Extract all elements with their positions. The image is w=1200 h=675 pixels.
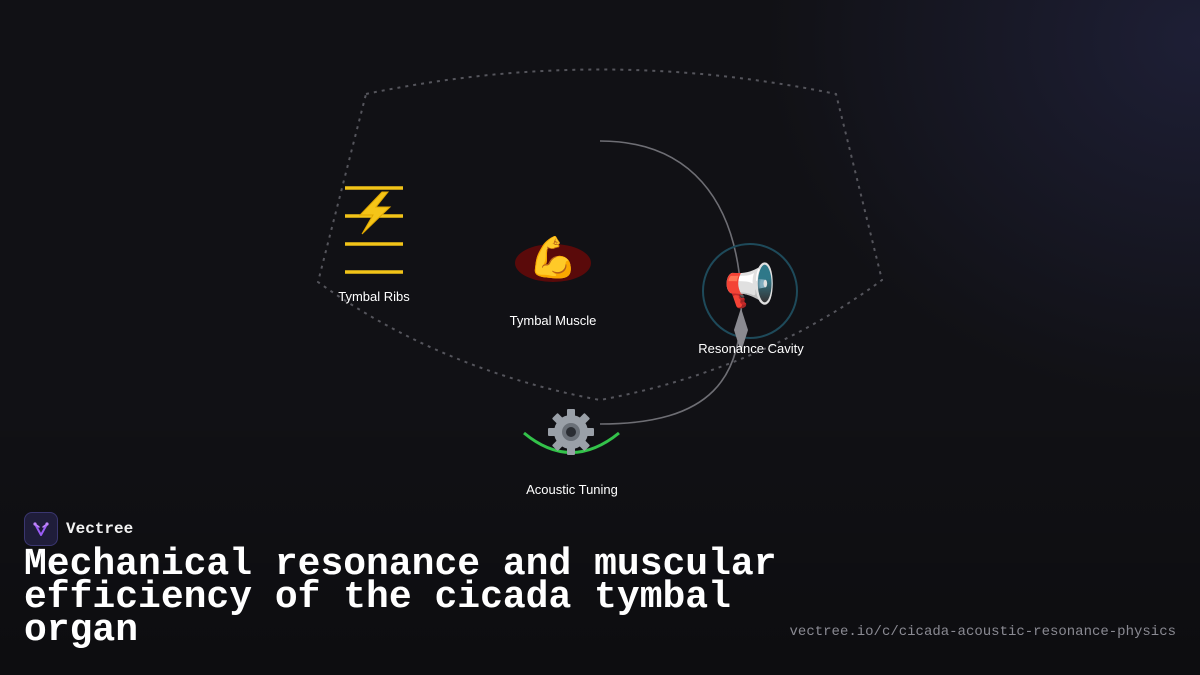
cavity-pointer xyxy=(734,308,748,352)
page-title: Mechanical resonance and muscular effici… xyxy=(24,543,777,652)
node-label-tymbal-ribs: Tymbal Ribs xyxy=(338,289,410,304)
resonance-cavity-ring xyxy=(702,243,798,339)
flexed-biceps-icon: 💪 xyxy=(528,235,578,281)
megaphone-icon: 📢 xyxy=(723,261,777,310)
gear-icon xyxy=(548,409,594,455)
node-label-acoustic-tuning: Acoustic Tuning xyxy=(526,482,618,497)
lightning-icon xyxy=(358,191,392,235)
page-url[interactable]: vectree.io/c/cicada-acoustic-resonance-p… xyxy=(789,624,1176,640)
node-label-tymbal-muscle: Tymbal Muscle xyxy=(509,313,597,328)
node-label-resonance-cavity: Resonance Cavity xyxy=(698,341,804,356)
connector-muscle-to-cavity xyxy=(599,140,742,293)
connector-cavity-to-tuning xyxy=(599,291,743,425)
brand-name: Vectree xyxy=(66,520,134,538)
brand[interactable]: Vectree xyxy=(24,512,133,546)
tymbal-muscle-disc xyxy=(515,244,591,282)
vectree-logo-icon xyxy=(24,512,58,546)
